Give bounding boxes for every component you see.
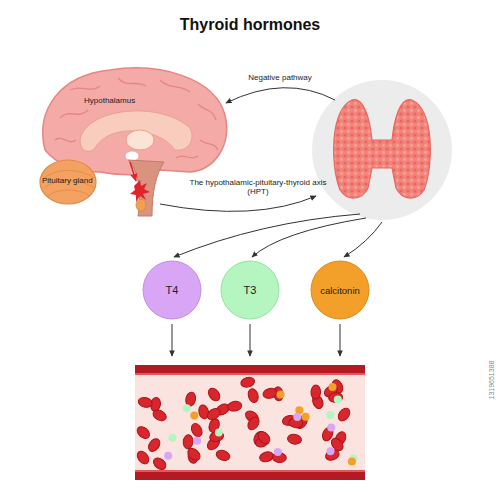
hormone-dot	[326, 447, 334, 455]
red-blood-cell	[227, 400, 243, 412]
red-blood-cell	[262, 387, 278, 400]
circle-outline	[143, 261, 201, 319]
hormone-name: T3	[220, 284, 280, 296]
feedback-arrow	[226, 88, 335, 103]
circle-outline	[221, 261, 279, 319]
hormone-dot	[329, 383, 337, 391]
red-blood-cell	[186, 446, 203, 463]
hormone-dot	[164, 452, 172, 460]
hormone-dot	[295, 406, 303, 414]
blood-vessel	[135, 365, 365, 480]
release-arrow	[250, 324, 251, 356]
hormone-circle: T3	[220, 260, 280, 320]
hormone-name: T4	[142, 284, 202, 296]
release-arrow	[172, 324, 173, 356]
hormone-dot	[183, 404, 191, 412]
hormone-dot	[193, 437, 201, 445]
hormone-dot	[326, 411, 334, 419]
hormone-dot	[190, 412, 198, 420]
watermark: 1319651388	[488, 350, 496, 410]
red-blood-cell	[336, 406, 352, 423]
hormone-dot	[348, 458, 356, 466]
red-blood-cell	[215, 448, 232, 462]
red-blood-cell	[205, 406, 222, 422]
hormone-dot	[274, 448, 282, 456]
red-blood-cell	[151, 408, 168, 423]
red-blood-cell	[135, 449, 151, 466]
hormone-dot	[327, 424, 335, 432]
hormone-name: calcitonin	[310, 285, 370, 296]
part-name: Pituitary gland	[42, 176, 104, 185]
secretion-arrow	[252, 218, 366, 257]
part-name: Hypothalamus	[84, 96, 154, 105]
red-blood-cell	[247, 387, 260, 403]
brain-illustration	[40, 68, 227, 216]
pathway-label: Negative pathway	[240, 73, 320, 82]
thyroid-illustration	[312, 80, 452, 220]
secretion-arrow	[174, 214, 360, 257]
red-blood-cell	[206, 386, 222, 403]
secretion-arrow	[344, 222, 382, 257]
red-blood-cell	[146, 437, 162, 454]
red-blood-cell	[328, 392, 343, 403]
red-blood-cell	[256, 429, 273, 446]
hormone-dot	[276, 391, 284, 399]
red-blood-cell	[189, 422, 204, 439]
title: Thyroid hormones	[0, 16, 500, 34]
hormone-dot	[168, 434, 176, 442]
circle-outline	[311, 261, 369, 319]
red-blood-cell	[240, 376, 256, 389]
hormone-dot	[334, 396, 342, 404]
red-blood-cell	[137, 396, 153, 409]
hormone-dot	[302, 413, 310, 421]
release-arrow	[340, 324, 341, 356]
hormone-dot	[215, 428, 223, 436]
axis-arrow	[160, 196, 316, 211]
hormone-circle: calcitonin	[310, 260, 370, 320]
pathway-label: The hypothalamic-pituitary-thyroid axis …	[178, 178, 338, 196]
red-blood-cell	[287, 433, 302, 445]
arrows	[160, 88, 382, 356]
red-blood-cell	[183, 434, 194, 449]
red-blood-cell	[135, 424, 152, 440]
hormone-dot	[293, 413, 301, 421]
red-blood-cell	[311, 385, 321, 399]
red-blood-cell	[246, 415, 262, 432]
hormone-circle: T4	[142, 260, 202, 320]
